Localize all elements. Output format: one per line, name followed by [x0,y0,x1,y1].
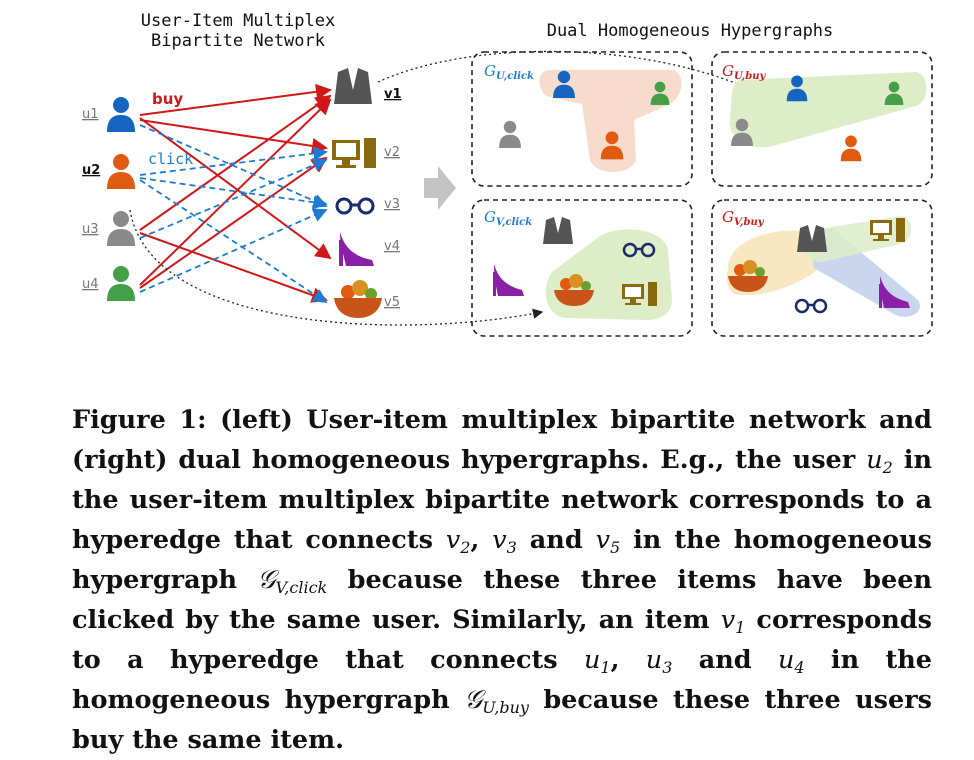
item-label-v5: v5 [384,295,400,310]
caption-text: , [610,645,646,675]
panel-label-v-click: GV,click [484,208,532,228]
edge-label-buy: buy [152,90,183,108]
user-label-u4: u4 [82,277,99,292]
gv-click-glasses-icon [622,242,656,258]
math-calligraphic-g: 𝒢 [464,685,483,715]
buy-edges [139,83,332,303]
item-label-v4: v4 [384,239,400,254]
caption-text: in the homogeneous hypergraph [72,525,932,595]
math-sub: 3 [662,658,673,677]
item-v3-glasses-icon [335,197,375,215]
math-sub: 5 [610,538,621,557]
panel-v-click [471,199,693,337]
item-v2-computer-icon [332,138,376,168]
gv-click-fruit-bowl-icon [554,274,594,306]
math-sub: 4 [794,658,805,677]
gv-click-jacket-icon [543,217,573,244]
panel-u-click [471,51,693,187]
item-label-v3: v3 [384,197,400,212]
user-label-u2: u2 [82,163,100,178]
math-sub: 1 [735,618,746,637]
caption-text: in the user-item multiplex bipartite net… [72,445,932,555]
item-v4-heel-icon [339,232,374,266]
panel-label-u-click: GU,click [484,62,534,82]
math-sub: V,click [275,578,328,597]
caption-text: in the homogeneous hypergraph [72,645,932,715]
math-sub: U,buy [482,698,529,717]
item-v1-jacket-icon [334,68,372,104]
gv-buy-computer-icon [870,218,905,242]
edge-label-click: click [148,150,193,168]
click-edges [139,124,328,303]
panel-label-u-buy: GU,buy [722,62,767,82]
gv-click-computer-icon [622,282,657,306]
math-sub: 2 [460,538,471,557]
math-u: u [777,645,795,675]
item-v5-fruit-bowl-icon [334,280,382,318]
caption-text: and [516,525,596,555]
caption-text: corresponds to a hyperedge that connects [72,605,932,675]
gv-buy-glasses-icon [794,298,828,314]
user-icon-u4 [107,266,135,301]
user-icon-u2 [107,154,135,189]
user-label-u1: u1 [82,107,99,122]
math-v: v [595,525,610,555]
math-sub: 1 [600,658,611,677]
figure-1: User-Item Multiplex Bipartite Network Du… [82,11,933,337]
caption-text: , [470,525,493,555]
item-label-v2: v2 [384,145,400,160]
figure-svg: User-Item Multiplex Bipartite Network Du… [82,11,933,337]
hyperedge-u-buy [729,72,927,148]
caption-text: because these three users buy the same i… [72,685,932,755]
math-calligraphic-g: 𝒢 [257,565,276,595]
user-label-u3: u3 [82,222,99,237]
math-v: v [720,605,736,635]
caption-text: and [672,645,778,675]
gv-click-heel-icon [493,264,524,296]
math-u: u [583,645,601,675]
panel-label-v-buy: GV,buy [722,208,765,228]
left-title-line1: User-Item Multiplex [141,11,335,31]
gv-buy-fruit-bowl-icon [728,260,768,292]
item-label-v1: v1 [384,87,402,102]
math-v: v [492,525,507,555]
math-v: v [445,525,461,555]
hyperedge-u-click [539,70,682,172]
right-title: Dual Homogeneous Hypergraphs [547,21,834,41]
gu-buy-user-u2-icon [840,135,862,162]
gu-click-user-u3-icon [499,120,521,148]
math-u: u [645,645,663,675]
math-sub: 3 [506,538,517,557]
gv-buy-jacket-icon [797,225,827,252]
panel-u-buy [711,51,933,187]
left-title-line2: Bipartite Network [151,31,325,51]
connector-u2-to-gvclick [129,209,544,326]
gv-buy-heel-icon [879,276,910,308]
panel-v-buy [711,199,933,337]
math-u: u [866,445,883,475]
math-sub: 2 [882,458,893,477]
transform-arrow-icon [424,166,456,210]
caption-text: Figure 1: (left) User-item multiplex bip… [72,405,932,475]
figure-caption: Figure 1: (left) User-item multiplex bip… [72,400,932,760]
user-icon-u1 [107,97,135,132]
caption-text: because these three items have been clic… [72,565,932,635]
